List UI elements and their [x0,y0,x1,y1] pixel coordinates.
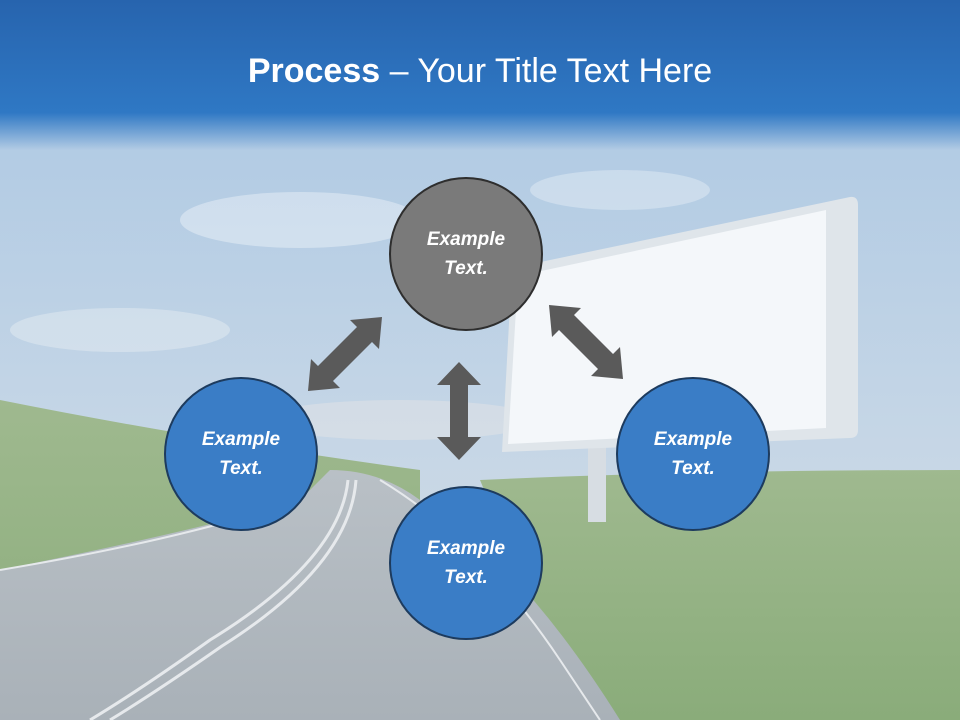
title-rest: Your Title Text Here [417,52,713,90]
process-node-bottom[interactable]: Example Text. [389,486,543,640]
title-bold: Process [247,52,381,90]
process-node-left[interactable]: Example Text. [164,377,318,531]
node-top-label: Example Text. [426,229,506,279]
process-node-top[interactable]: Example Text. [389,177,543,331]
process-node-right[interactable]: Example Text. [616,377,770,531]
page-title: Process – Your Title Text Here [0,52,960,91]
title-separator: – [380,52,418,90]
node-right-label: Example Text. [653,429,733,479]
node-bottom-label: Example Text. [426,538,506,588]
node-left-label: Example Text. [201,429,281,479]
